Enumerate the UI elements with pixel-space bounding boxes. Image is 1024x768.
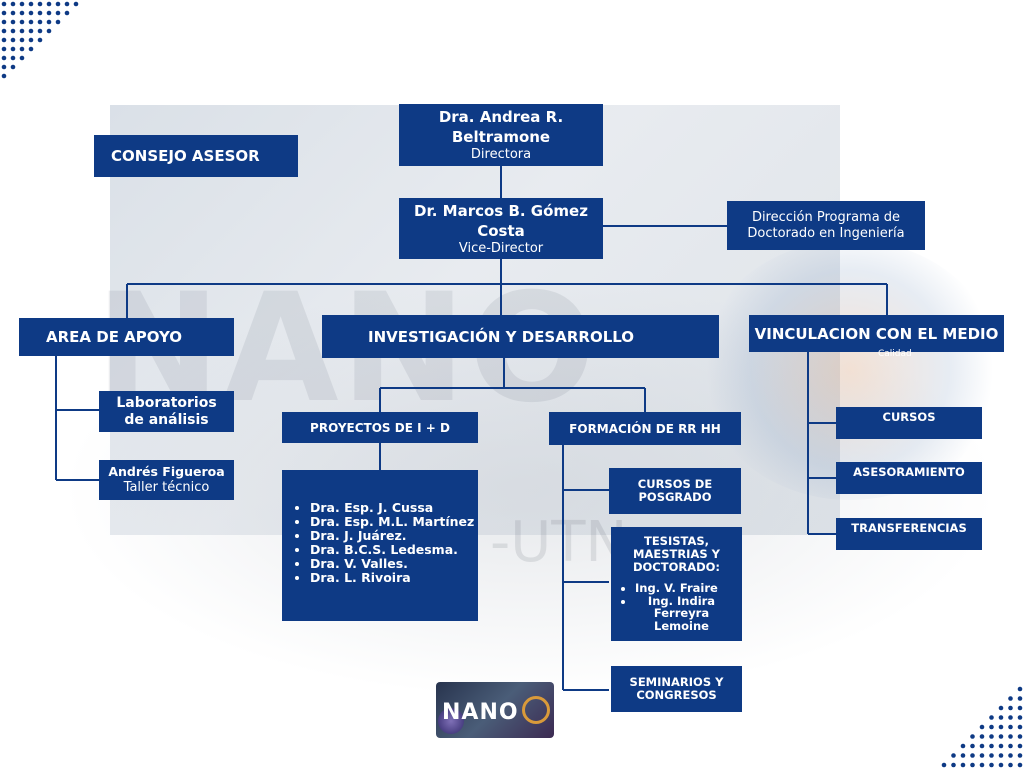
member-item: Dra. J. Juárez. (310, 529, 474, 543)
logo-text: NANO (442, 700, 519, 725)
member-item: Dra. V. Valles. (310, 557, 474, 571)
area-apoyo-label: AREA DE APOYO (46, 328, 183, 346)
proyectos-members-box: Dra. Esp. J. Cussa Dra. Esp. M.L. Martín… (282, 470, 478, 621)
proyectos-label: PROYECTOS DE I + D (310, 420, 450, 435)
director-box: Dra. Andrea R. Beltramone Directora (399, 104, 603, 166)
nanotec-logo: NANO (436, 682, 554, 738)
dot-pattern-bottom-right (941, 686, 1023, 768)
vinc-asesoramiento-box: ASESORAMIENTO (836, 462, 982, 494)
tesista-item: Ing. Indira Ferreyra Lemoine (635, 594, 742, 633)
taller-role: Taller técnico (123, 480, 210, 495)
member-item: Dra. B.C.S. Ledesma. (310, 543, 474, 557)
vinc-cursos-box: CURSOS (836, 407, 982, 439)
tesistas-title: TESISTAS, MAESTRIAS Y DOCTORADO: (632, 534, 721, 574)
proyectos-box: PROYECTOS DE I + D (282, 412, 478, 443)
area-apoyo-box: AREA DE APOYO (19, 318, 234, 356)
background-utn-watermark: -UTN (490, 510, 628, 575)
vinculacion-box: VINCULACION CON EL MEDIO (749, 315, 1004, 352)
laboratorios-box: Laboratorios de análisis (99, 391, 234, 432)
doctorado-box: Dirección Programa de Doctorado en Ingen… (727, 201, 925, 250)
vice-director-box: Dr. Marcos B. Gómez Costa Vice-Director (399, 198, 603, 259)
logo-molecule-icon (438, 708, 464, 734)
investigacion-box: INVESTIGACIÓN Y DESARROLLO (322, 315, 719, 358)
tesistas-list: Ing. V. Fraire Ing. Indira Ferreyra Lemo… (611, 582, 742, 632)
seminarios-box: SEMINARIOS Y CONGRESOS (611, 666, 742, 712)
proyectos-members-list: Dra. Esp. J. Cussa Dra. Esp. M.L. Martín… (282, 501, 474, 585)
cursos-posgrado-box: CURSOS DE POSGRADO (609, 468, 741, 514)
consejo-asesor-label: CONSEJO ASESOR (111, 147, 260, 165)
vinc-cursos-label: CURSOS (882, 410, 936, 424)
vinc-transferencias-box: TRANSFERENCIAS (836, 518, 982, 550)
vinc-asesoramiento-label: ASESORAMIENTO (853, 465, 965, 479)
cursos-posgrado-label: CURSOS DE POSGRADO (637, 477, 713, 504)
member-item: Dra. Esp. M.L. Martínez (310, 515, 474, 529)
taller-name: Andrés Figueroa (108, 464, 225, 479)
director-role: Directora (470, 147, 532, 162)
vice-director-name: Dr. Marcos B. Gómez Costa (414, 201, 588, 240)
vinc-transferencias-label: TRANSFERENCIAS (851, 521, 967, 535)
member-item: Dra. L. Rivoira (310, 571, 474, 585)
doctorado-label: Dirección Programa de Doctorado en Ingen… (747, 209, 905, 241)
logo-swirl-icon (522, 696, 550, 724)
member-item: Dra. Esp. J. Cussa (310, 501, 474, 515)
formacion-label: FORMACIÓN DE RR HH (569, 421, 721, 436)
seminarios-label: SEMINARIOS Y CONGRESOS (629, 675, 724, 702)
tesistas-box: TESISTAS, MAESTRIAS Y DOCTORADO: Ing. V.… (611, 527, 742, 641)
investigacion-label: INVESTIGACIÓN Y DESARROLLO (368, 327, 635, 346)
laboratorios-label: Laboratorios de análisis (116, 394, 217, 428)
vice-director-role: Vice-Director (458, 240, 544, 256)
director-name: Dra. Andrea R. Beltramone (438, 108, 564, 146)
vinculacion-label: VINCULACION CON EL MEDIO (754, 324, 999, 343)
consejo-asesor-box: CONSEJO ASESOR (94, 135, 298, 177)
dot-pattern-top-left (1, 1, 79, 79)
taller-box: Andrés Figueroa Taller técnico (99, 460, 234, 500)
vinculacion-caption: Calidad (878, 349, 912, 359)
formacion-box: FORMACIÓN DE RR HH (549, 412, 741, 445)
tesista-item: Ing. V. Fraire (635, 582, 742, 595)
